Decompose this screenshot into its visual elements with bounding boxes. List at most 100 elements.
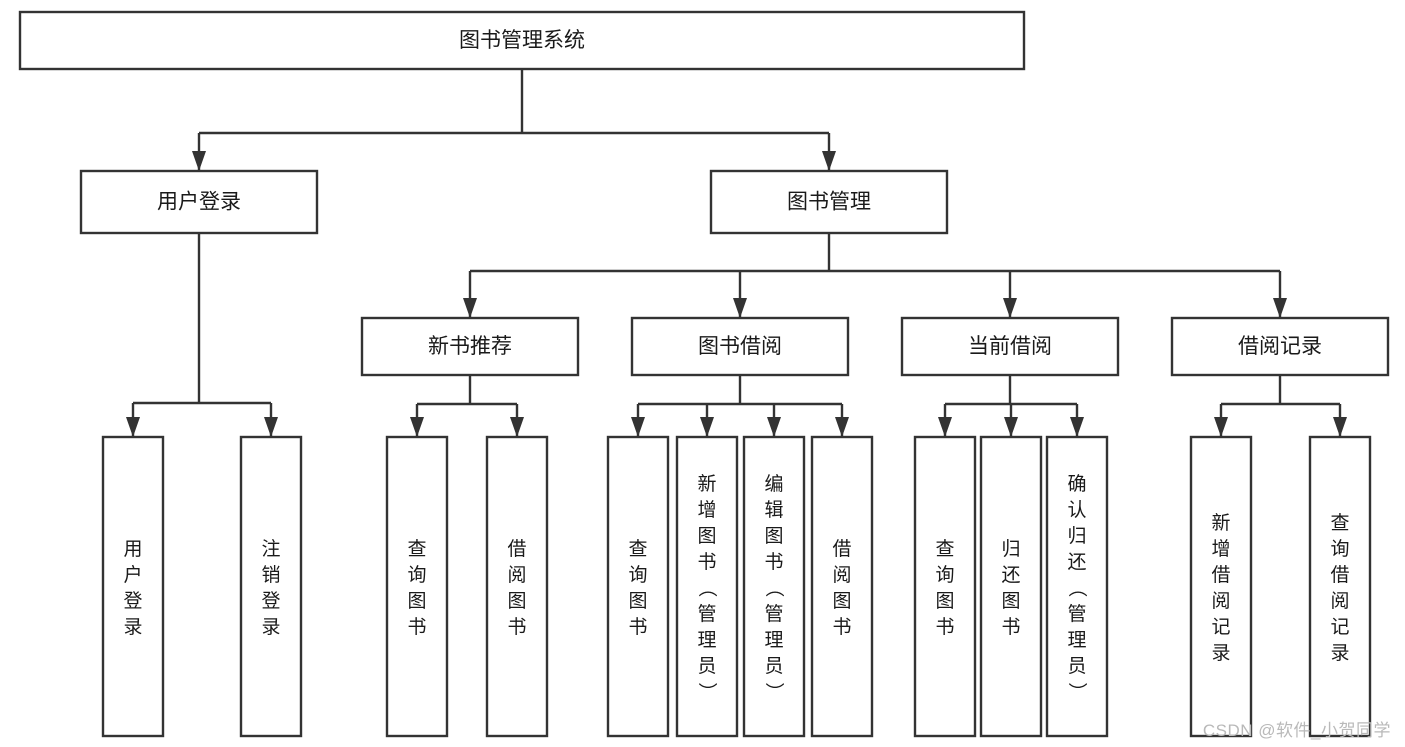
- svg-text:管: 管: [764, 603, 783, 625]
- svg-text:图: 图: [1001, 591, 1020, 612]
- svg-text:理: 理: [697, 630, 716, 651]
- user-login-arrow-0: [126, 417, 140, 437]
- svg-text:书: 书: [407, 616, 426, 638]
- user-login-arrow-1: [264, 417, 278, 437]
- borrow-record-arrow-0: [1214, 417, 1228, 437]
- svg-text:（: （: [696, 578, 718, 597]
- svg-text:图: 图: [832, 591, 851, 612]
- svg-text:书: 书: [628, 616, 647, 638]
- node-new-book-recommend[interactable]: [360, 316, 580, 377]
- svg-text:询: 询: [628, 564, 647, 586]
- node-leaf-return-book[interactable]: [979, 435, 1043, 738]
- node-label-book-management: 图书管理: [787, 191, 871, 214]
- svg-text:（: （: [763, 578, 785, 597]
- node-label-user-login: 用户登录: [157, 191, 241, 214]
- node-leaf-query-book-borrow[interactable]: [606, 435, 670, 738]
- svg-text:户: 户: [123, 564, 142, 586]
- svg-text:借: 借: [507, 538, 526, 560]
- svg-text:录: 录: [123, 617, 142, 638]
- svg-text:员: 员: [1067, 656, 1086, 677]
- svg-text:借: 借: [1211, 564, 1230, 586]
- svg-text:借: 借: [832, 538, 851, 560]
- new-book-recommend-arrow-1: [510, 417, 524, 437]
- svg-text:）: ）: [1066, 682, 1088, 701]
- node-current-borrow[interactable]: [900, 316, 1120, 377]
- node-leaf-borrow-book-recommend[interactable]: [485, 435, 549, 738]
- node-leaf-user-login[interactable]: [101, 435, 165, 738]
- node-leaf-query-book-current[interactable]: [913, 435, 977, 738]
- svg-text:注: 注: [261, 538, 280, 560]
- svg-text:书: 书: [697, 551, 716, 573]
- svg-text:新: 新: [1211, 512, 1230, 534]
- borrow-record-arrow-1: [1333, 417, 1347, 437]
- svg-text:图: 图: [407, 591, 426, 612]
- book-borrow-arrow-2: [767, 417, 781, 437]
- svg-text:查: 查: [1330, 512, 1349, 534]
- node-leaf-user-logout[interactable]: [239, 435, 303, 738]
- svg-text:记: 记: [1211, 616, 1230, 638]
- svg-text:还: 还: [1067, 551, 1086, 573]
- book-management-arrow-3: [1273, 298, 1287, 318]
- node-leaf-edit-book-admin[interactable]: [742, 435, 806, 738]
- svg-text:员: 员: [697, 656, 716, 677]
- node-root[interactable]: [18, 10, 1026, 71]
- svg-text:图: 图: [628, 591, 647, 612]
- node-book-management[interactable]: [709, 169, 949, 235]
- node-label-book-borrow: 图书借阅: [698, 335, 782, 358]
- current-borrow-arrow-1: [1004, 417, 1018, 437]
- svg-text:还: 还: [1001, 564, 1020, 586]
- book-borrow-arrow-3: [835, 417, 849, 437]
- svg-text:认: 认: [1067, 499, 1086, 521]
- svg-text:录: 录: [1330, 643, 1349, 664]
- current-borrow-arrow-0: [938, 417, 952, 437]
- book-management-arrow-1: [733, 298, 747, 318]
- svg-text:图: 图: [764, 526, 783, 547]
- node-label-borrow-record: 借阅记录: [1238, 335, 1322, 358]
- svg-text:辑: 辑: [764, 499, 783, 521]
- svg-text:阅: 阅: [1330, 590, 1349, 612]
- node-user-login[interactable]: [79, 169, 319, 235]
- node-book-borrow[interactable]: [630, 316, 850, 377]
- svg-text:）: ）: [696, 682, 718, 701]
- node-borrow-record[interactable]: [1170, 316, 1390, 377]
- svg-text:）: ）: [763, 682, 785, 701]
- svg-text:登: 登: [261, 590, 280, 612]
- current-borrow-arrow-2: [1070, 417, 1084, 437]
- node-leaf-add-borrow-record[interactable]: [1189, 435, 1253, 738]
- svg-text:理: 理: [1067, 630, 1086, 651]
- svg-text:管: 管: [1067, 603, 1086, 625]
- connectors-layer: [126, 69, 1347, 437]
- root-arrow-1: [822, 151, 836, 171]
- svg-text:确: 确: [1067, 473, 1086, 495]
- root-arrow-0: [192, 151, 206, 171]
- svg-text:录: 录: [261, 617, 280, 638]
- node-leaf-query-borrow-record[interactable]: [1308, 435, 1372, 738]
- svg-text:查: 查: [407, 538, 426, 560]
- node-leaf-confirm-return-admin[interactable]: [1045, 435, 1109, 738]
- svg-text:登: 登: [123, 590, 142, 612]
- svg-text:编: 编: [764, 473, 783, 495]
- book-management-arrow-2: [1003, 298, 1017, 318]
- node-label-new-book-recommend: 新书推荐: [428, 335, 512, 358]
- new-book-recommend-arrow-0: [410, 417, 424, 437]
- svg-text:查: 查: [935, 538, 954, 560]
- book-management-arrow-0: [463, 298, 477, 318]
- svg-text:阅: 阅: [507, 564, 526, 586]
- svg-text:书: 书: [832, 616, 851, 638]
- svg-text:询: 询: [407, 564, 426, 586]
- svg-text:书: 书: [507, 616, 526, 638]
- node-leaf-borrow-book[interactable]: [810, 435, 874, 738]
- svg-text:查: 查: [628, 538, 647, 560]
- svg-text:用: 用: [123, 539, 142, 560]
- svg-text:询: 询: [935, 564, 954, 586]
- node-leaf-add-book-admin[interactable]: [675, 435, 739, 738]
- node-leaf-query-book-recommend[interactable]: [385, 435, 449, 738]
- svg-text:增: 增: [697, 499, 716, 521]
